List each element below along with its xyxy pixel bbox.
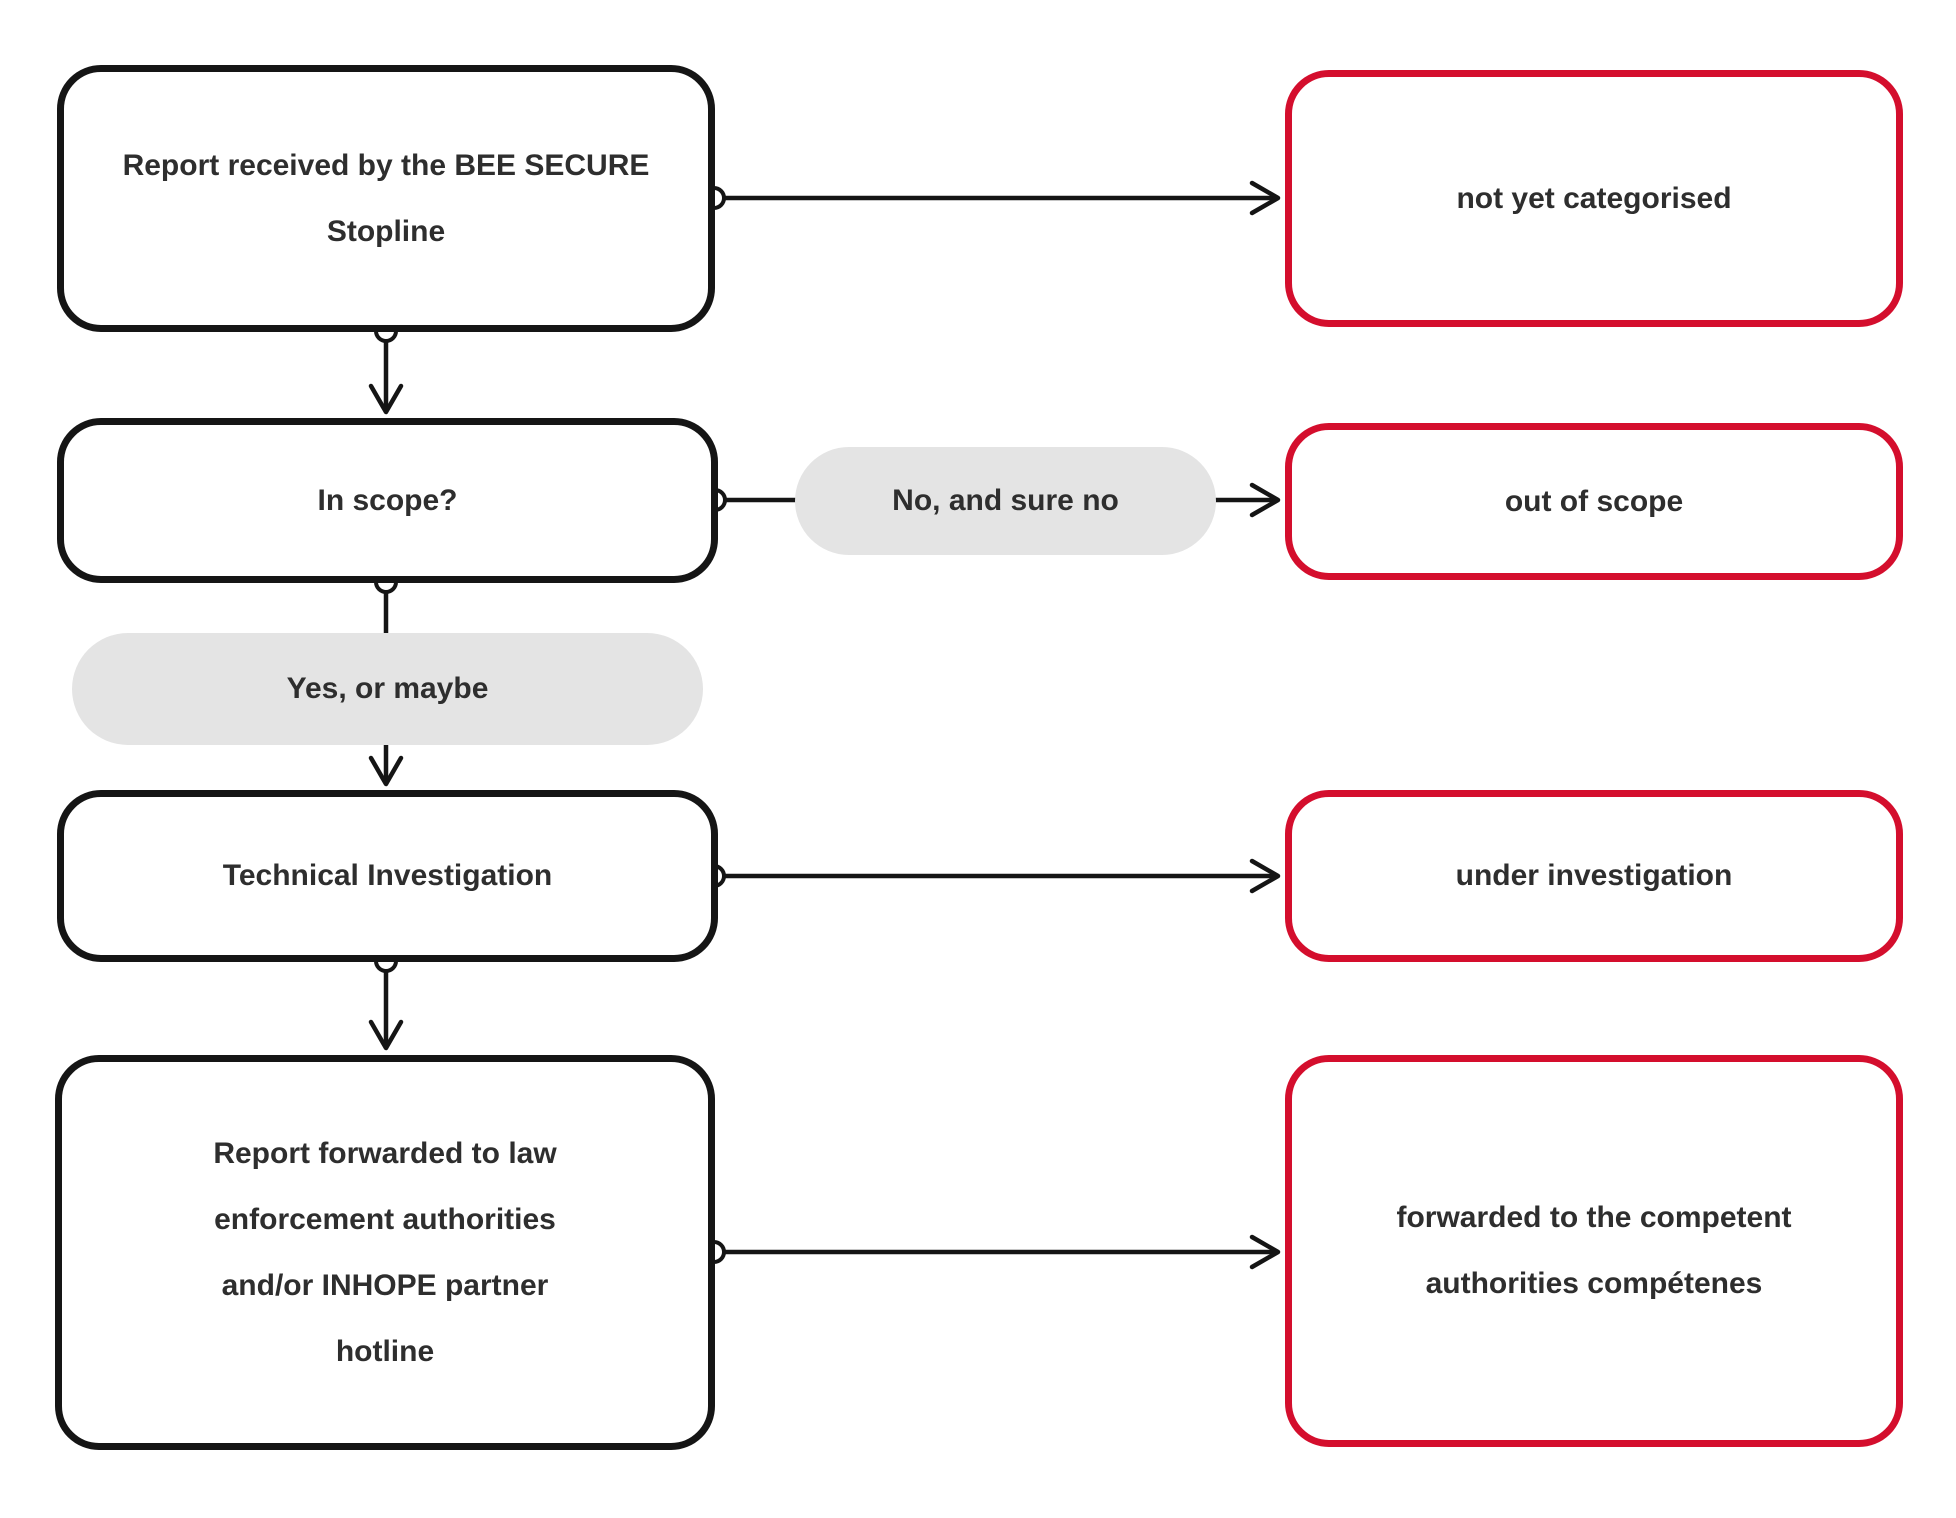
- arrow-forwarded-to-competent: [711, 1234, 1281, 1270]
- node-report-received-label: Report received by the BEE SECURE Stopli…: [122, 148, 650, 248]
- node-report-forwarded: Report forwarded to law enforcement auth…: [55, 1055, 715, 1450]
- node-not-yet-categorised: not yet categorised: [1285, 70, 1903, 327]
- node-technical-investigation: Technical Investigation: [57, 790, 718, 962]
- arrow-technical-to-forwarded: [368, 958, 404, 1051]
- arrow-yes-pill-to-technical: [368, 742, 404, 787]
- node-forwarded-competent: forwarded to the competent authorities c…: [1285, 1055, 1903, 1447]
- node-in-scope-label: In scope?: [317, 483, 458, 517]
- node-forwarded-competent-label: forwarded to the competent authorities c…: [1396, 1201, 1792, 1300]
- arrow-no-pill-to-outofscope: [1213, 482, 1281, 518]
- node-out-of-scope: out of scope: [1285, 423, 1903, 580]
- edge-label-no-and-sure-no: No, and sure no: [795, 447, 1216, 555]
- node-report-forwarded-label: Report forwarded to law enforcement auth…: [213, 1136, 557, 1368]
- node-technical-investigation-label: Technical Investigation: [222, 859, 553, 892]
- arrow-technical-to-underinvestigation: [711, 858, 1281, 894]
- edge-label-no-and-sure-no-text: No, and sure no: [892, 484, 1119, 517]
- edge-label-yes-or-maybe-text: Yes, or maybe: [286, 672, 489, 705]
- arrow-report-to-inscope: [368, 328, 404, 415]
- node-report-received: Report received by the BEE SECURE Stopli…: [57, 65, 715, 332]
- edge-label-yes-or-maybe: Yes, or maybe: [72, 633, 703, 745]
- arrow-report-to-notcategorised: [711, 180, 1281, 216]
- node-under-investigation: under investigation: [1285, 790, 1903, 962]
- node-in-scope: In scope?: [57, 418, 718, 583]
- node-not-yet-categorised-label: not yet categorised: [1456, 181, 1732, 215]
- node-under-investigation-label: under investigation: [1455, 859, 1733, 892]
- node-out-of-scope-label: out of scope: [1504, 484, 1684, 518]
